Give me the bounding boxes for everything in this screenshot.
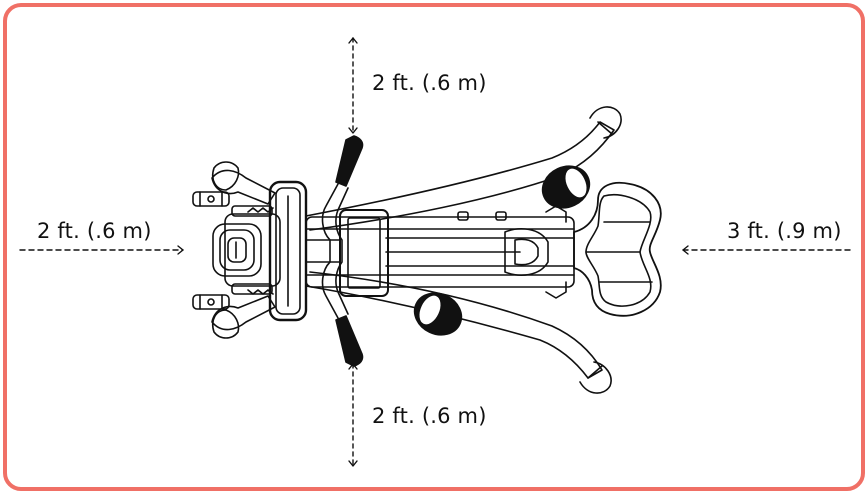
seat [573,181,662,317]
clearance-label-right: 3 ft. (.9 m) [727,219,842,243]
flywheel [268,180,308,322]
clearance-label-bottom: 2 ft. (.6 m) [372,404,487,428]
seat-bracket [457,205,567,299]
main-rail [305,216,575,288]
drive-housing [212,205,281,295]
clearance-label-left: 2 ft. (.6 m) [37,219,152,243]
rear-legs [192,161,276,339]
clearance-arrow-top-heads [348,37,358,134]
upper-arm [305,106,622,231]
diagram-frame [3,3,865,491]
lower-arm [305,271,612,394]
handlebar [321,135,364,367]
clearance-label-top: 2 ft. (.6 m) [372,71,487,95]
clearance-arrow-left-head [177,245,184,255]
clearance-arrow-right-head [682,245,689,255]
